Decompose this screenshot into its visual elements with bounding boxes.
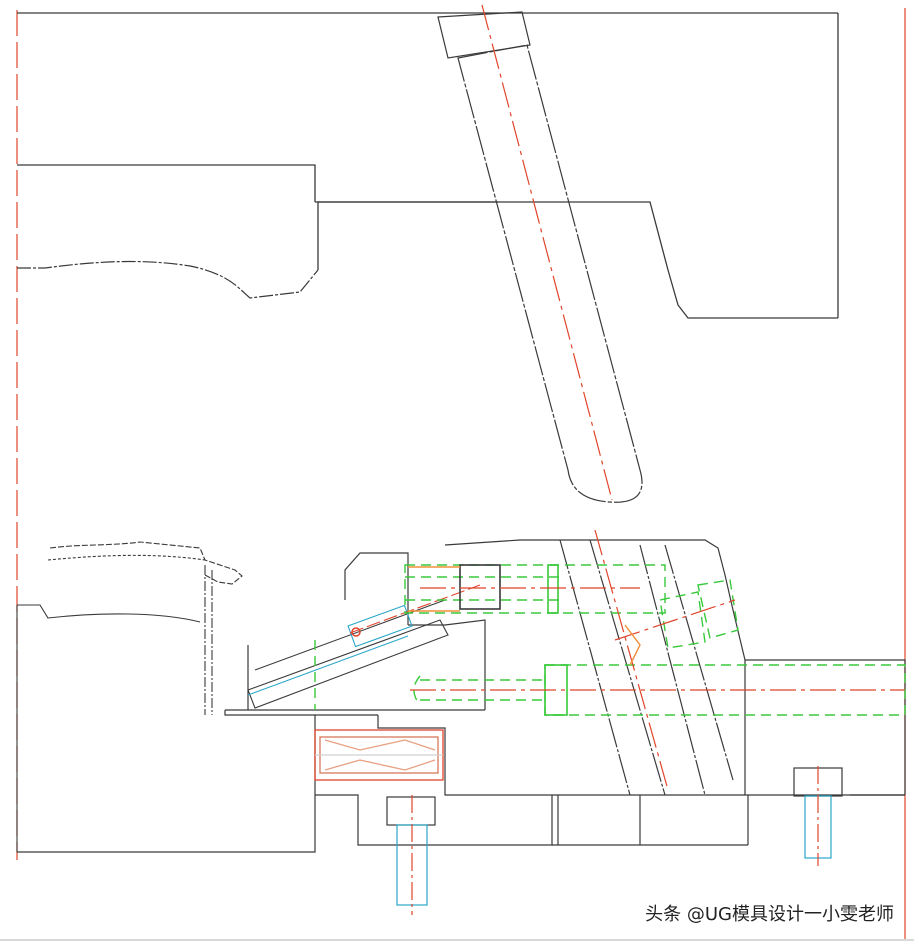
bolts — [386, 766, 843, 915]
orange-marks — [408, 566, 641, 666]
angle-pin-centerline — [481, 4, 613, 501]
watermark: 头条 @UG模具设计一小雯老师 — [645, 904, 894, 925]
angle-pin — [437, 4, 643, 503]
slider-body — [225, 539, 906, 796]
slider-centerlines — [410, 529, 905, 791]
hidden-features — [314, 564, 906, 716]
product-profile — [16, 541, 243, 852]
lifter-rod — [247, 584, 481, 709]
lower-mold-plate — [17, 710, 905, 853]
upper-cavity-profile — [17, 260, 319, 299]
frame-lines — [16, 8, 906, 940]
upper-mold-plate — [17, 12, 839, 319]
spring — [314, 729, 444, 781]
